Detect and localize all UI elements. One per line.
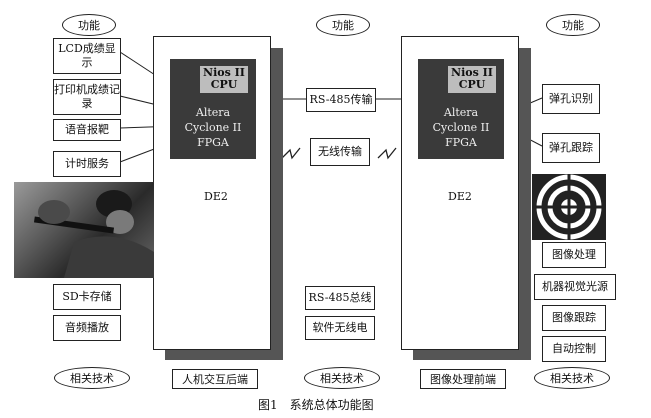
bottom-label-right: 相关技术 (534, 367, 610, 389)
function-printer-record: 打印机成绩记录 (53, 79, 121, 115)
left-fpga-line2: Cyclone II (184, 121, 242, 134)
wireless-zigzag-left-icon (281, 147, 301, 160)
wireless-zigzag-right-icon (377, 147, 397, 160)
top-label-middle: 功能 (316, 14, 370, 36)
rs485-transfer-box: RS-485传输 (306, 88, 376, 112)
target-rings-icon (532, 174, 606, 240)
right-cpu-block: Nios II CPU (448, 66, 496, 93)
tech-software-radio: 软件无线电 (305, 316, 375, 340)
left-de2-board: Nios II CPU Altera Cyclone II FPGA DE2 (153, 36, 271, 350)
right-de2-label: DE2 (448, 190, 472, 203)
tech-machine-vision-light: 机器视觉光源 (534, 274, 616, 300)
target-image (532, 174, 606, 240)
function-lcd-display: LCD成绩显示 (53, 38, 121, 74)
bottom-label-middle: 相关技术 (304, 367, 380, 389)
function-hole-tracking: 弹孔跟踪 (542, 133, 600, 163)
shooter-silhouette-icon (33, 190, 154, 278)
shooter-photo (14, 182, 154, 278)
tech-image-processing: 图像处理 (542, 242, 606, 268)
function-timer-service: 计时服务 (53, 151, 121, 177)
top-label-right: 功能 (546, 14, 600, 36)
tech-auto-control: 自动控制 (542, 336, 606, 362)
right-fpga-line2: Cyclone II (432, 121, 490, 134)
figure-caption: 图1 系统总体功能图 (258, 398, 374, 412)
tech-image-tracking: 图像跟踪 (542, 305, 606, 331)
wireless-transfer-box: 无线传输 (310, 138, 370, 166)
right-fpga-chip: Nios II CPU Altera Cyclone II FPGA (418, 59, 504, 159)
tech-rs485-bus: RS-485总线 (305, 286, 375, 310)
left-fpga-chip: Nios II CPU Altera Cyclone II FPGA (170, 59, 256, 159)
left-fpga-line3: FPGA (197, 136, 229, 149)
left-board-name: 人机交互后端 (172, 369, 258, 389)
right-fpga-line1: Altera (443, 106, 479, 119)
tech-sd-storage: SD卡存储 (53, 284, 121, 310)
right-board-name: 图像处理前端 (420, 369, 506, 389)
function-hole-recognition: 弹孔识别 (542, 84, 600, 114)
left-de2-label: DE2 (204, 190, 228, 203)
right-fpga-line3: FPGA (445, 136, 477, 149)
right-de2-board: Nios II CPU Altera Cyclone II FPGA DE2 (401, 36, 519, 350)
top-label-left: 功能 (62, 14, 116, 36)
function-voice-report: 语音报靶 (53, 119, 121, 141)
left-cpu-block: Nios II CPU (200, 66, 248, 93)
bottom-label-left: 相关技术 (54, 367, 130, 389)
tech-audio-playback: 音频播放 (53, 315, 121, 341)
left-fpga-line1: Altera (195, 106, 231, 119)
